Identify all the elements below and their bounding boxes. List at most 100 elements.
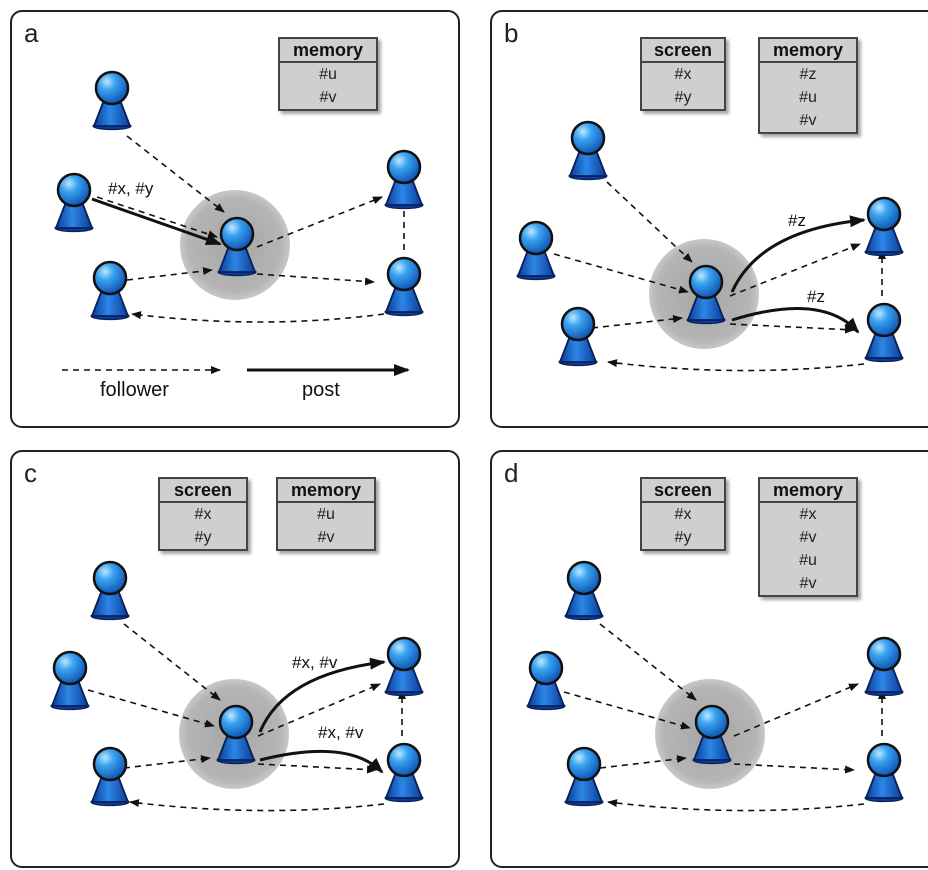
- memory-table: memory #u #v: [276, 477, 376, 551]
- memory-table: memory #x #v #u #v: [758, 477, 858, 597]
- memory-table: memory #z #u #v: [758, 37, 858, 134]
- user-icon: [90, 746, 130, 807]
- user-icon: [564, 560, 604, 621]
- memory-item: #u: [317, 506, 335, 523]
- user-icon: [864, 302, 904, 363]
- follower-edge: [591, 315, 683, 329]
- screen-table: screen #x #y: [640, 477, 726, 551]
- screen-item: #y: [674, 89, 692, 106]
- memory-item: #v: [799, 112, 817, 129]
- user-icon: [864, 742, 904, 803]
- user-icon: [90, 560, 130, 621]
- screen-item: #x: [674, 506, 692, 523]
- post-label: #z: [788, 211, 806, 230]
- user-icon: [384, 742, 424, 803]
- legend-follower-label: follower: [100, 379, 169, 401]
- follower-edge: [599, 755, 687, 769]
- follower-edge: [599, 623, 697, 701]
- follower-edge: [733, 683, 859, 737]
- post-label: #z: [807, 287, 825, 306]
- memory-item: #v: [319, 89, 337, 106]
- memory-item: #v: [317, 529, 335, 546]
- screen-table-header: screen: [642, 39, 724, 63]
- user-icon: [558, 306, 598, 367]
- user-icon: [384, 636, 424, 697]
- memory-table: memory #u #v: [278, 37, 378, 111]
- user-icon: [92, 70, 132, 131]
- post-edge: [91, 197, 222, 246]
- follower-edge: [129, 799, 385, 812]
- memory-item: #v: [799, 575, 817, 592]
- screen-item: #y: [674, 529, 692, 546]
- legend-post-label: post: [302, 379, 340, 401]
- user-icon: [384, 256, 424, 317]
- panel-b: #z #z: [490, 10, 928, 428]
- follower-edge: [607, 799, 865, 812]
- user-icon: [564, 746, 604, 807]
- memory-item: #x: [799, 506, 817, 523]
- network-diagram-c: #x, #v #x, #v: [50, 560, 424, 812]
- panel-label: c: [24, 458, 37, 488]
- follower-edge: [256, 273, 375, 286]
- network-diagram-d: [526, 560, 904, 812]
- follower-edge: [256, 196, 383, 248]
- follower-edge: [733, 763, 855, 774]
- user-icon: [516, 220, 556, 281]
- user-icon: [50, 650, 90, 711]
- post-label: #x, #v: [292, 653, 338, 672]
- post-edge: [730, 215, 866, 293]
- user-icon: [54, 172, 94, 233]
- memory-table-header: memory: [278, 479, 374, 503]
- follower-edge: [123, 755, 211, 769]
- screen-table: screen #x #y: [640, 37, 726, 111]
- user-icon: [568, 120, 608, 181]
- follower-edge: [729, 323, 855, 334]
- post-edge: [258, 657, 386, 733]
- follower-edge: [257, 683, 381, 737]
- panel-label: a: [24, 18, 39, 48]
- user-icon: [90, 260, 130, 321]
- memory-item: #z: [799, 66, 817, 83]
- user-icon: [526, 650, 566, 711]
- panel-label: b: [504, 18, 519, 48]
- post-edge: [731, 306, 860, 334]
- screen-item: #x: [194, 506, 212, 523]
- panel-a: #x, #y: [10, 10, 460, 428]
- memory-item: #u: [799, 89, 817, 106]
- follower-edge: [257, 763, 377, 774]
- screen-item: #x: [674, 66, 692, 83]
- follower-edge: [729, 243, 861, 297]
- memory-item: #v: [799, 529, 817, 546]
- post-edge: [259, 749, 384, 774]
- memory-item: #u: [799, 552, 817, 569]
- memory-table-header: memory: [280, 39, 376, 63]
- follower-edge: [607, 359, 865, 372]
- user-icon: [864, 636, 904, 697]
- screen-table-header: screen: [642, 479, 724, 503]
- follower-edge: [126, 135, 225, 213]
- post-label: #x, #v: [318, 723, 364, 742]
- memory-table-header: memory: [760, 39, 856, 63]
- follower-edge: [123, 623, 221, 701]
- central-user-icon: [686, 264, 726, 325]
- memory-table-header: memory: [760, 479, 856, 503]
- network-diagram-a: #x, #y: [54, 70, 424, 401]
- panel-c: #x, #v #x, #v: [10, 450, 460, 868]
- screen-item: #y: [194, 529, 212, 546]
- screen-table: screen #x #y: [158, 477, 248, 551]
- central-user-icon: [692, 704, 732, 765]
- central-user-icon: [216, 704, 256, 765]
- follower-edge: [131, 311, 385, 323]
- central-user-icon: [217, 216, 257, 277]
- memory-item: #u: [319, 66, 337, 83]
- network-diagram-b: #z #z: [516, 120, 904, 372]
- post-label: #x, #y: [108, 179, 154, 198]
- follower-edge: [553, 253, 689, 294]
- user-icon: [864, 196, 904, 257]
- panel-label: d: [504, 458, 519, 488]
- screen-table-header: screen: [160, 479, 246, 503]
- follower-edge: [126, 267, 213, 281]
- panel-d: d screen #x #y memory #x #v #u #v: [490, 450, 928, 868]
- user-icon: [384, 149, 424, 210]
- follower-edge: [606, 181, 693, 263]
